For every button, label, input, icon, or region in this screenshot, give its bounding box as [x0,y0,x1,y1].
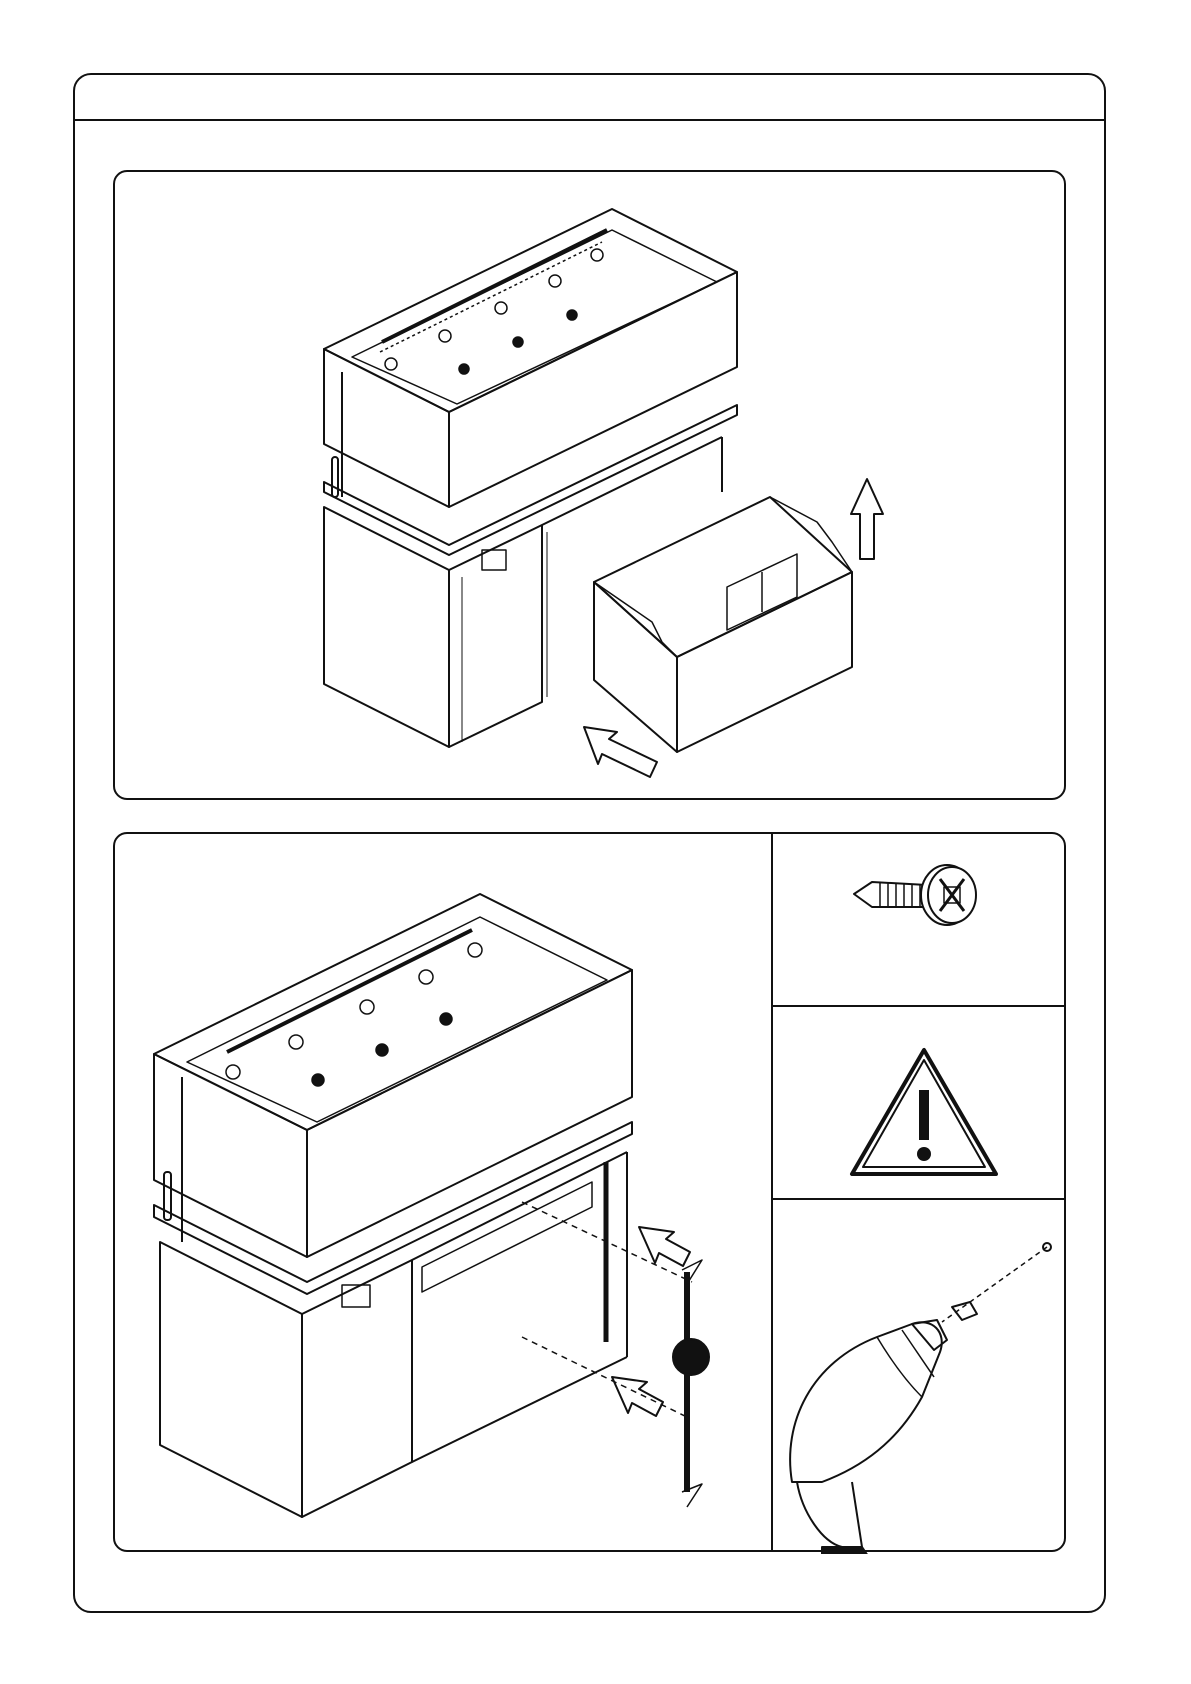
arrow-diagonal-icon [584,727,657,777]
center-post [673,1260,709,1507]
cabinet-sump-illustration [115,172,1068,802]
screw-icon [854,865,976,925]
black-dot-marker [673,1339,709,1375]
aquarium-tank [324,209,737,555]
nozzle-holes [226,943,482,1086]
aquarium-tank [154,894,632,1294]
arrow-diagonal-icon [612,1377,663,1416]
cabinet-base [324,437,722,747]
nozzle-holes [385,249,603,374]
center-post-illustration [115,834,1068,1554]
power-drill-icon [790,1243,1051,1554]
warning-triangle-icon [852,1050,996,1174]
arrow-up-icon [851,479,883,559]
sump-tank [594,497,852,752]
step-bottom-panel [113,832,1066,1552]
step-top-panel [113,170,1066,800]
header-bar [75,75,1104,121]
cabinet-base [160,1152,627,1517]
